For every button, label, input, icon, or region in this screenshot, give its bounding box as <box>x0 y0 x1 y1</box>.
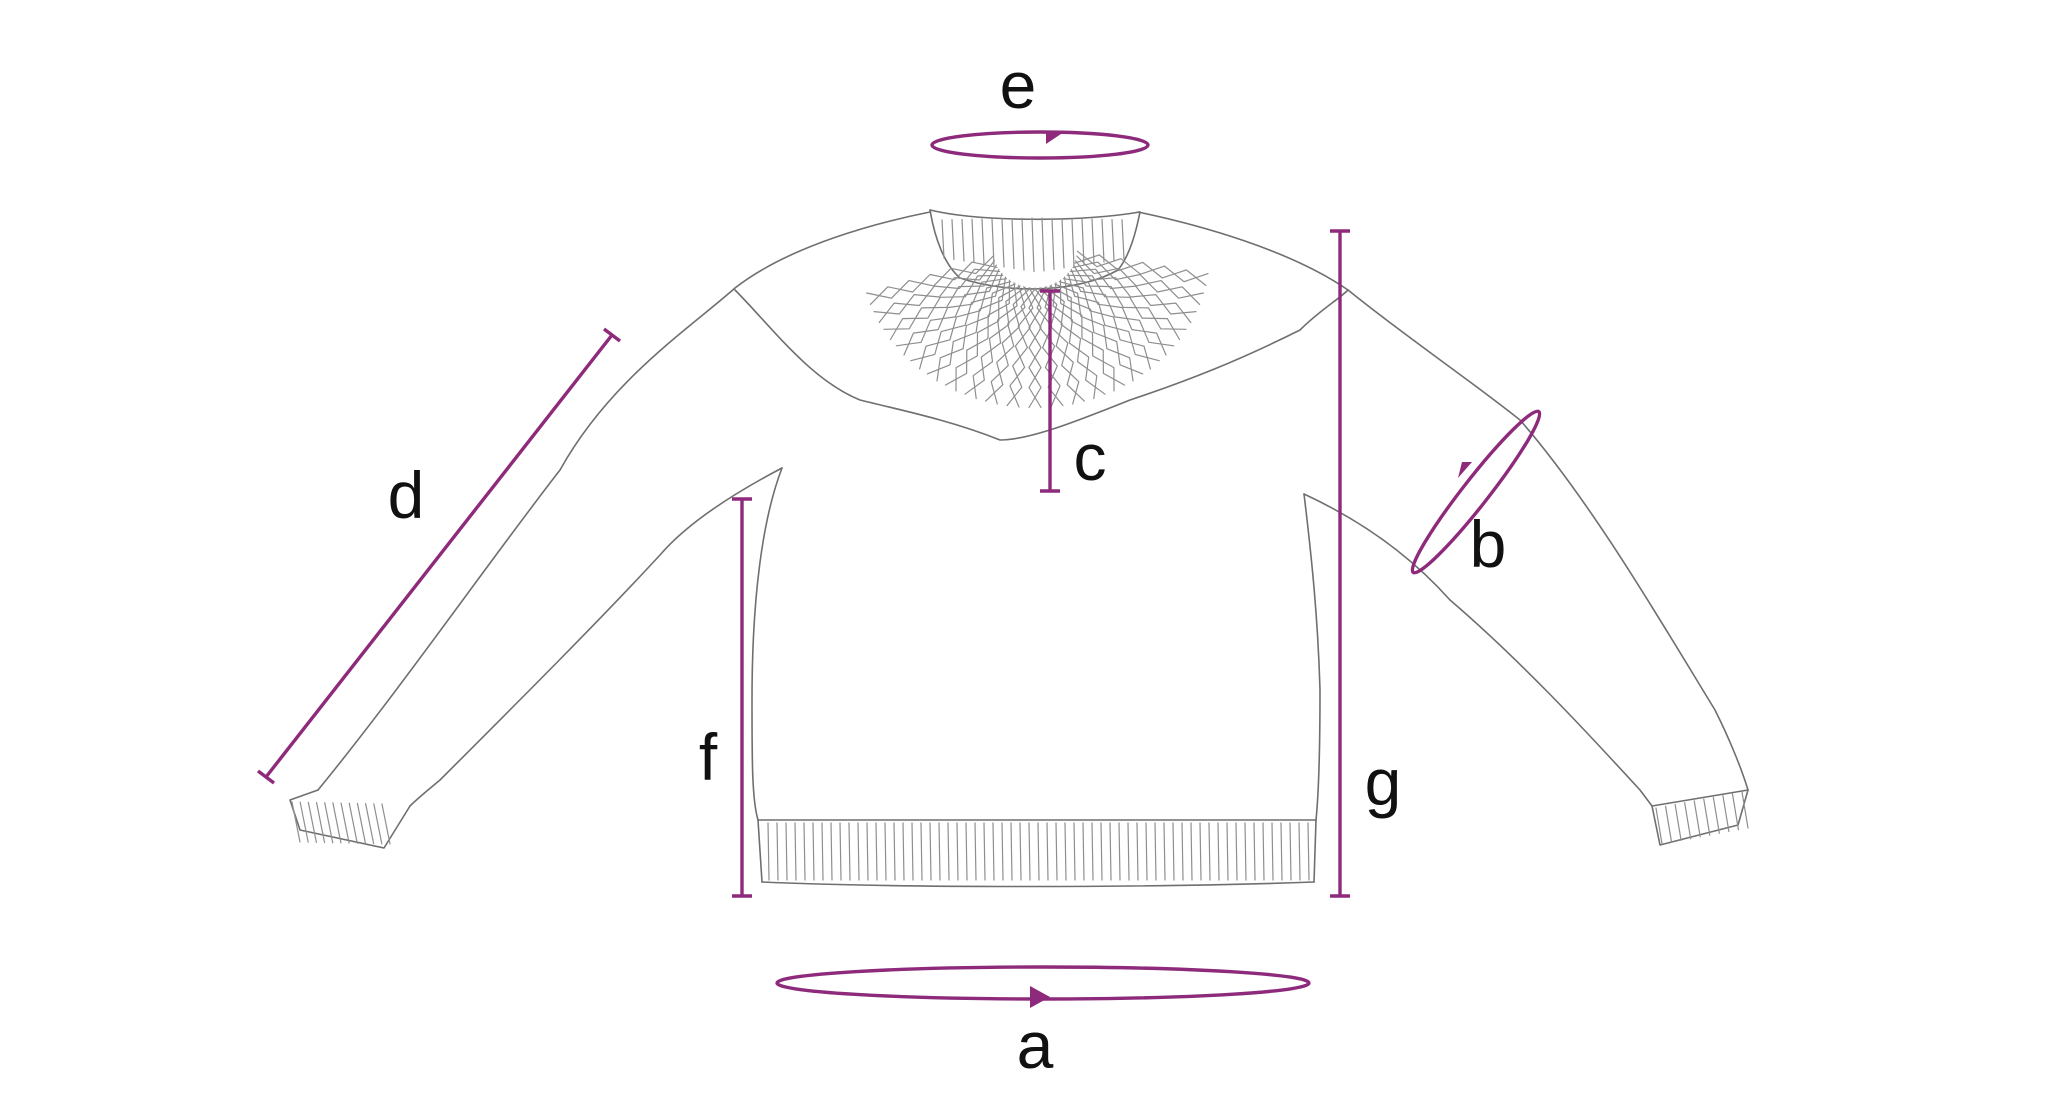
label-a: a <box>1017 1008 1054 1082</box>
neck-ribbing <box>941 217 1125 273</box>
sweater-sketch <box>289 209 1749 888</box>
measure-f-side: f <box>699 497 752 898</box>
measurements: e g c d b <box>256 48 1542 1082</box>
measure-g-length: g <box>1330 229 1402 898</box>
arrow-right-icon <box>1046 132 1064 144</box>
label-c: c <box>1074 420 1107 494</box>
arrow-right-icon <box>1030 986 1050 1008</box>
label-f: f <box>699 720 718 794</box>
ribbing-lines <box>291 791 1749 881</box>
measure-e-neck: e <box>930 48 1150 160</box>
measure-c-yoke: c <box>1040 289 1107 494</box>
yoke-cables <box>866 250 1209 409</box>
sweater-outline <box>289 211 1749 888</box>
yoke-cable-pattern <box>734 250 1349 441</box>
measure-d-sleeve: d <box>256 327 622 785</box>
measure-a-chest: a <box>775 965 1311 1082</box>
label-d: d <box>388 458 425 532</box>
measure-b-arm: b <box>1410 409 1542 581</box>
label-e: e <box>1000 48 1037 122</box>
arrow-down-icon <box>1458 462 1472 478</box>
label-g: g <box>1365 745 1402 819</box>
neckband <box>929 209 1141 290</box>
label-b: b <box>1470 507 1507 581</box>
